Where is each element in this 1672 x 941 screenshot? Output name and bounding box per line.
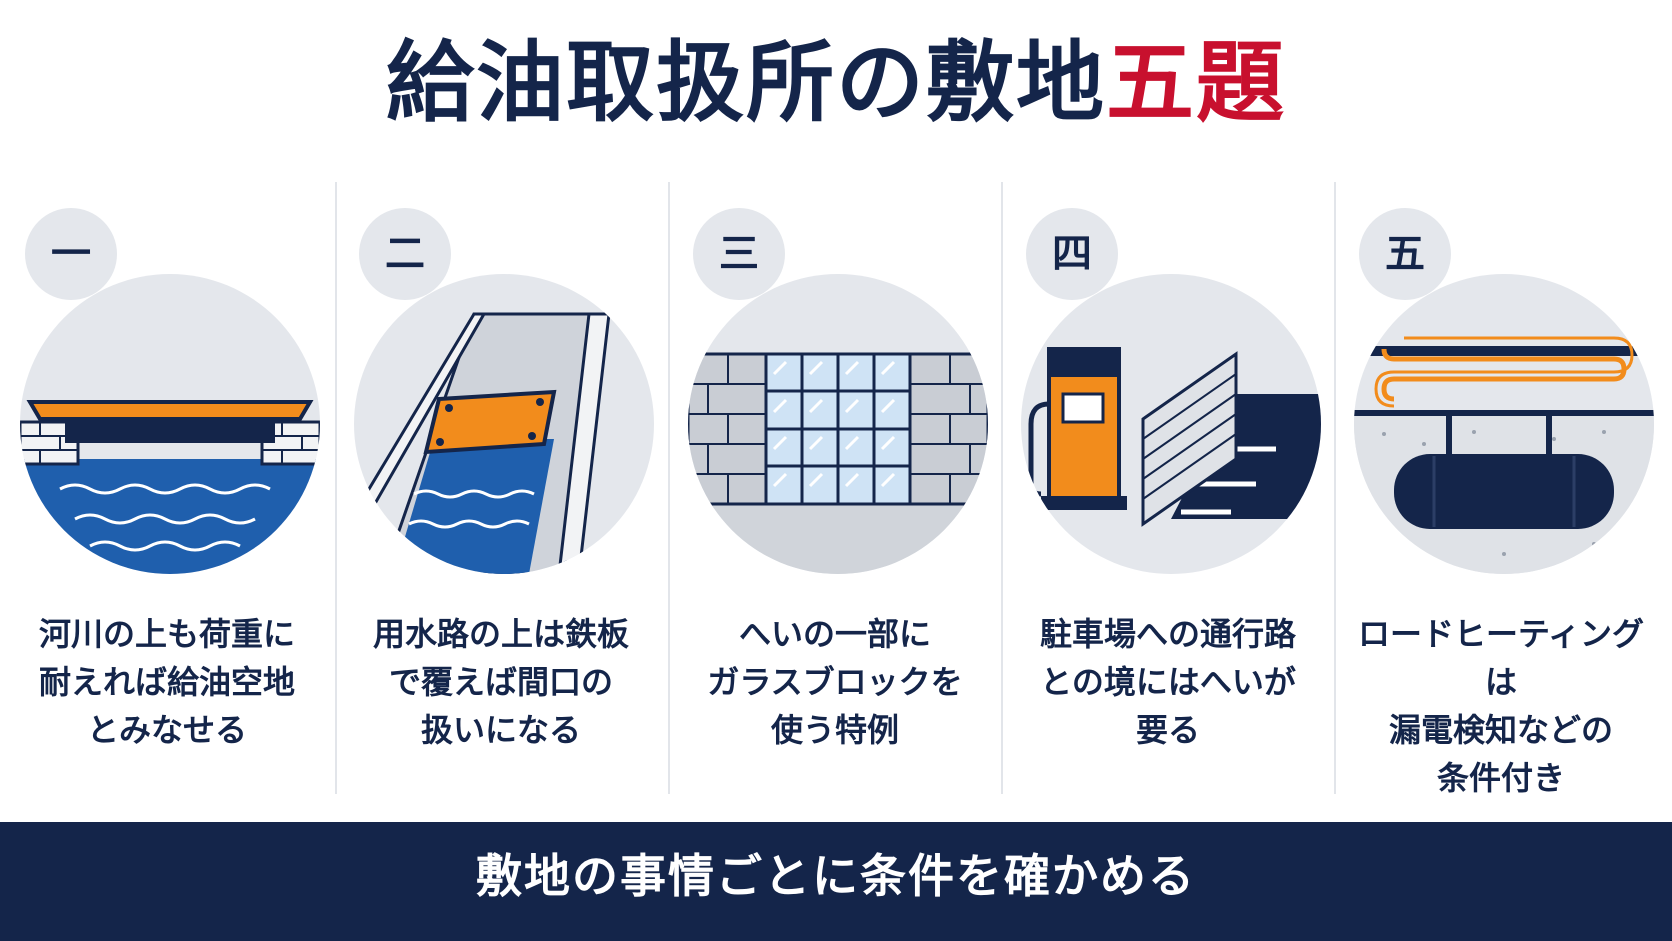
- panel-5: 五: [1334, 178, 1668, 798]
- page-title: 給油取扱所の敷地五題: [0, 18, 1672, 148]
- panel-divider: [668, 182, 670, 794]
- panel-badge: 一: [25, 208, 117, 300]
- panel-badge: 三: [693, 208, 785, 300]
- panel-divider: [1001, 182, 1003, 794]
- panel-divider: [1334, 182, 1336, 794]
- bridge-over-river-icon: [20, 274, 320, 574]
- panel-caption: 河川の上も荷重に 耐えれば給油空地 とみなせる: [38, 615, 295, 749]
- panel-row: 一 河川の上も荷重に 耐えれば給油空地: [0, 178, 1672, 798]
- panel-badge: 四: [1026, 208, 1118, 300]
- panel-3: 三 へいの一部に ガラスブロックを 使う特例: [668, 178, 1002, 798]
- panel-2: 二 用水路の上は鉄板 で覆えば間口の: [334, 178, 668, 798]
- steel-plate-over-channel-icon: [354, 274, 654, 574]
- panel-badge: 五: [1359, 208, 1451, 300]
- panel-caption: 用水路の上は鉄板 で覆えば間口の 扱いになる: [372, 615, 629, 749]
- panel-caption: へいの一部に ガラスブロックを 使う特例: [707, 615, 963, 749]
- title-accent: 五題: [1106, 31, 1287, 134]
- road-heating-tank-icon: [1354, 274, 1654, 574]
- panel-caption: ロードヒーティングは 漏電検知などの 条件付き: [1357, 615, 1645, 797]
- panel-4: 四 駐車場への通行路 との境にはへいが: [1001, 178, 1335, 798]
- glass-block-wall-icon: [688, 274, 988, 574]
- fuel-pump-wall-icon: [1021, 274, 1321, 574]
- panel-divider: [335, 182, 337, 794]
- panel-1: 一 河川の上も荷重に 耐えれば給油空地: [0, 178, 334, 798]
- footer-banner: 敷地の事情ごとに条件を確かめる: [0, 822, 1672, 941]
- panel-caption: 駐車場への通行路 との境にはへいが 要る: [1039, 615, 1296, 749]
- title-main: 給油取扱所の敷地: [385, 31, 1106, 134]
- panel-badge: 二: [359, 208, 451, 300]
